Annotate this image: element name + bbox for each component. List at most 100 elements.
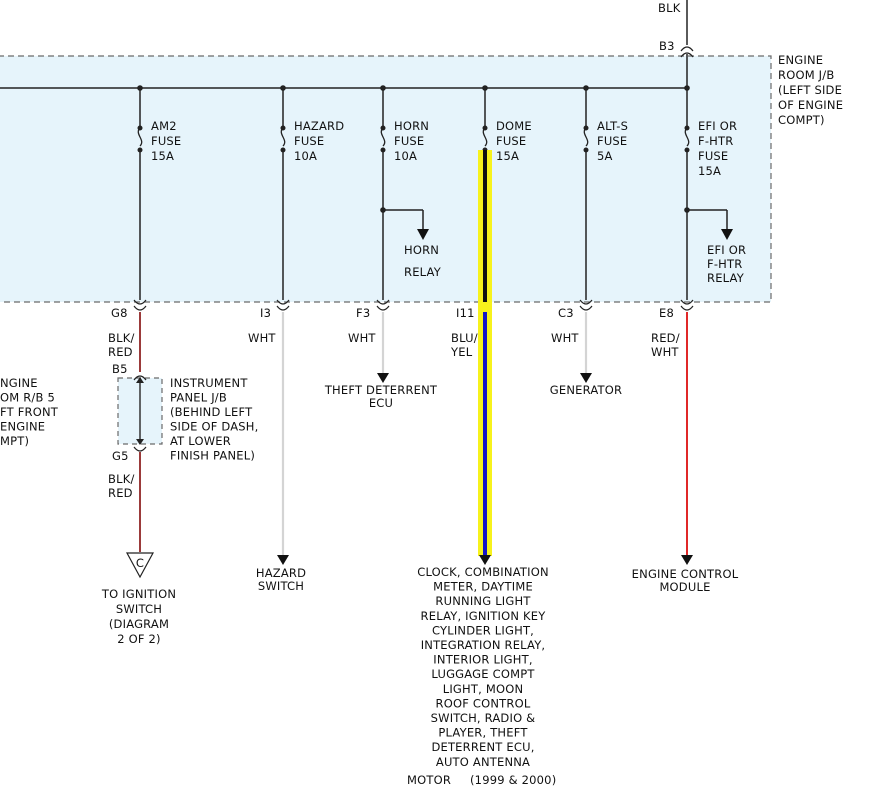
dome-loads-last-left: MOTOR (407, 773, 451, 787)
engine-room-rb-label: NGINE (0, 376, 38, 390)
dome-fuse-loads-label: LIGHT, MOON (443, 682, 524, 696)
engine-room-jb-label: ROOM J/B (778, 68, 834, 82)
fuse-icon (380, 127, 386, 147)
ignition-connector-letter: C (136, 556, 144, 570)
ignition-switch-label: (DIAGRAM (109, 617, 169, 631)
connector-b5: B5 (112, 362, 128, 376)
b5-connector-symbol (133, 375, 147, 381)
b3-connector-symbol-lower (680, 52, 694, 58)
dome-fuse-loads-label: RELAY, IGNITION KEY (421, 609, 547, 623)
fuse-label: HAZARD (294, 119, 344, 133)
hazard-switch-label: SWITCH (258, 579, 304, 593)
box-connector-symbol (133, 305, 147, 311)
engine-room-rb-label: MPT) (0, 434, 29, 448)
box-connector-symbol (680, 305, 694, 311)
g5-connector-symbol (133, 446, 147, 452)
fuse-icon (137, 127, 143, 147)
connector-b3: B3 (659, 39, 675, 53)
dome-fuse-loads-label: SWITCH, RADIO & (431, 711, 536, 725)
instrument-panel-jb-label: SIDE OF DASH, (170, 420, 259, 434)
fuse-label: FUSE (698, 149, 728, 163)
dome-loads-arrow-icon (479, 555, 491, 565)
fuse-label: 15A (496, 149, 519, 163)
fuse-label: 5A (597, 149, 613, 163)
relay-arrow-icon (721, 229, 733, 240)
fuse-icon (482, 127, 488, 147)
wire-color-i3: WHT (248, 331, 276, 345)
ignition-connector-triangle-icon (125, 552, 155, 579)
dome-fuse-loads-label: DETERRENT ECU, (431, 740, 534, 754)
engine-room-jb-box (0, 55, 772, 303)
fuse-label: FUSE (151, 134, 181, 148)
fuse-label: 15A (698, 164, 721, 178)
ignition-switch-label: 2 OF 2) (117, 632, 161, 646)
dome-fuse-loads-label: AUTO ANTENNA (436, 755, 530, 769)
fuse-label: 15A (151, 149, 174, 163)
box-connector-symbol (579, 299, 593, 305)
fuse-label: FUSE (294, 134, 324, 148)
connector-i3: I3 (260, 306, 271, 320)
theft-deterrent-ecu-label: THEFT DETERRENT (324, 383, 438, 397)
wire-color-g8: BLK/ (108, 331, 135, 345)
fuse-label: F-HTR (698, 134, 733, 148)
box-connector-symbol (133, 299, 147, 305)
theft-ecu-arrow-icon (377, 373, 389, 383)
instrument-panel-jb-label: FINISH PANEL) (170, 449, 255, 463)
generator-label: GENERATOR (550, 383, 622, 397)
fuse-label: DOME (496, 119, 532, 133)
wire-color-g8: RED (108, 345, 133, 359)
instrument-panel-jb-label: AT LOWER (170, 434, 231, 448)
engine-room-rb-label: FT FRONT (0, 405, 59, 419)
wire-color-e8: WHT (651, 345, 679, 359)
horn-relay-label: HORN (404, 243, 439, 257)
dome-fuse-loads-label: CYLINDER LIGHT, (432, 623, 534, 637)
ecm-arrow-icon (681, 555, 693, 565)
hazard-switch-arrow-icon (277, 555, 289, 565)
engine-room-jb-label: OF ENGINE (778, 98, 843, 112)
engine-room-jb-label: COMPT) (778, 113, 825, 127)
fuse-label: AM2 (151, 119, 177, 133)
engine-room-rb-label: ENGINE (0, 420, 45, 434)
dome-fuse-loads-label: ROOF CONTROL (436, 696, 531, 710)
ignition-switch-label: SWITCH (116, 602, 162, 616)
wire-color-c3: WHT (551, 331, 579, 345)
box-connector-symbol (680, 299, 694, 305)
fuse-icon (280, 127, 286, 147)
wire-color-f3: WHT (348, 331, 376, 345)
connector-f3: F3 (356, 306, 370, 320)
theft-deterrent-ecu-label: ECU (369, 396, 393, 410)
relay-arrow-icon (417, 229, 429, 240)
fuse-icon (583, 127, 589, 147)
instrument-panel-jb-label: PANEL J/B (170, 391, 227, 405)
engine-room-rb-label: OM R/B 5 (0, 391, 55, 405)
connector-g8: G8 (111, 306, 128, 320)
instrument-panel-jb-label: (BEHIND LEFT (170, 405, 253, 419)
fuse-label: FUSE (394, 134, 424, 148)
dome-loads-last-right: (1999 & 2000) (470, 773, 556, 787)
generator-arrow-icon (580, 373, 592, 383)
dome-fuse-loads-label: RUNNING LIGHT (435, 594, 531, 608)
efi-relay-label: RELAY (707, 271, 745, 285)
wire-color-i11: YEL (450, 345, 473, 359)
dome-fuse-loads-label: INTERIOR LIGHT, (433, 653, 532, 667)
box-connector-symbol (376, 299, 390, 305)
fuse-label: EFI OR (698, 119, 737, 133)
fuse-icon (684, 127, 690, 147)
engine-room-jb-label: (LEFT SIDE (778, 83, 842, 97)
box-connector-symbol (276, 305, 290, 311)
dome-fuse-loads-label: CLOCK, COMBINATION (417, 565, 549, 579)
box-connector-symbol (579, 305, 593, 311)
feed-wire-color: BLK (658, 1, 681, 15)
dome-fuse-loads-label: INTEGRATION RELAY, (421, 638, 546, 652)
wire-color-g5: RED (108, 486, 133, 500)
fuse-label: ALT-S (597, 119, 628, 133)
box-connector-symbol (376, 305, 390, 311)
connector-i11: I11 (456, 306, 475, 320)
engine-room-jb-label: ENGINE (778, 53, 823, 67)
horn-relay-label: RELAY (404, 265, 442, 279)
fuse-label: FUSE (496, 134, 526, 148)
hazard-switch-label: HAZARD (256, 566, 306, 580)
wire-color-g5: BLK/ (108, 472, 135, 486)
engine-control-module-label: MODULE (659, 580, 710, 594)
